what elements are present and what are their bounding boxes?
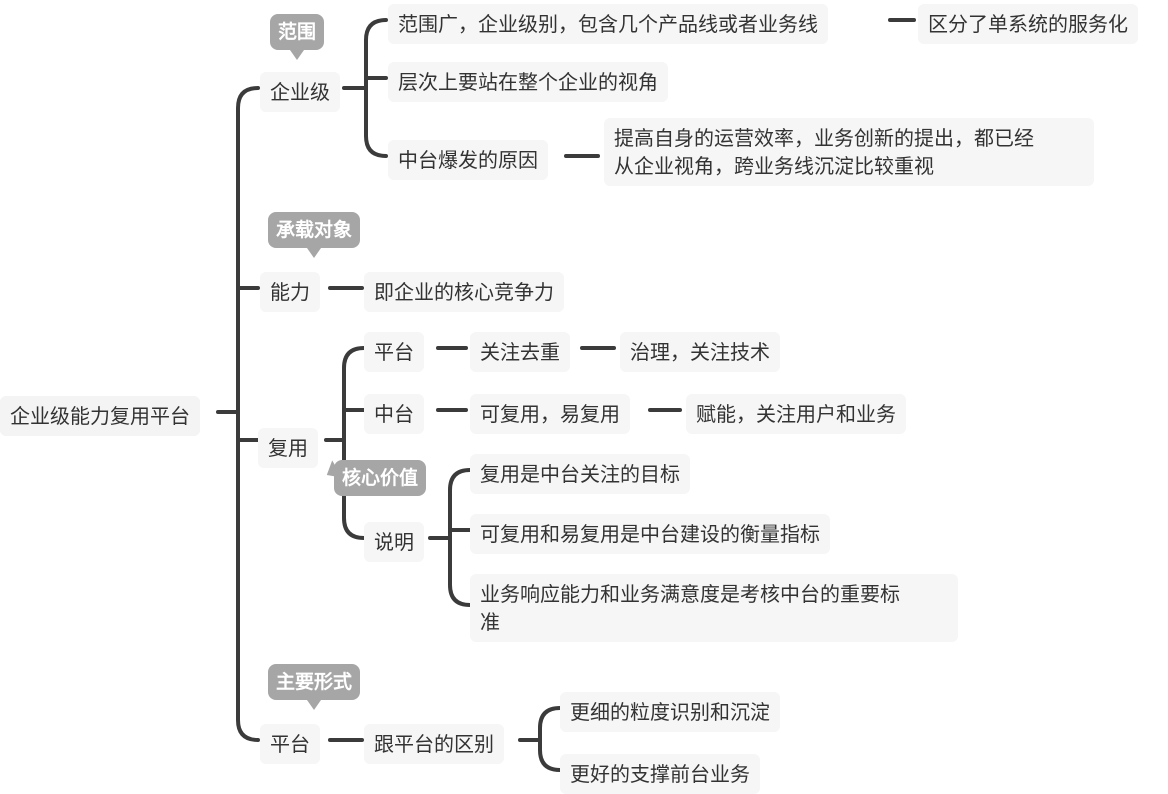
node-explain-item-2[interactable]: 可复用和易复用是中台建设的衡量指标 — [470, 514, 830, 554]
connector-diff-spine — [538, 706, 562, 772]
node-explain-item-3[interactable]: 业务响应能力和业务满意度是考核中台的重要标 准 — [470, 574, 958, 642]
node-enterprise-level[interactable]: 企业级 — [260, 72, 340, 112]
node-middle-focus[interactable]: 可复用，易复用 — [470, 394, 630, 434]
node-reason-detail[interactable]: 提高自身的运营效率，业务创新的提出，都已经 从企业视角，跨业务线沉淀比较重视 — [604, 118, 1094, 186]
tag-scope: 范围 — [270, 14, 325, 60]
node-platform-detail[interactable]: 治理，关注技术 — [620, 332, 780, 372]
node-middle-detail[interactable]: 赋能，关注用户和业务 — [686, 394, 906, 434]
node-platform-diff[interactable]: 跟平台的区别 — [364, 724, 504, 764]
node-reason[interactable]: 中台爆发的原因 — [388, 140, 548, 180]
connector-root-spine — [236, 86, 260, 742]
node-explain-item-1[interactable]: 复用是中台关注的目标 — [470, 454, 690, 494]
node-perspective[interactable]: 层次上要站在整个企业的视角 — [388, 62, 668, 102]
node-scope-detail[interactable]: 区分了单系统的服务化 — [918, 4, 1138, 44]
node-explain[interactable]: 说明 — [364, 522, 424, 562]
node-reuse-middle[interactable]: 中台 — [364, 394, 424, 434]
root-node[interactable]: 企业级能力复用平台 — [0, 396, 200, 436]
node-platform-focus[interactable]: 关注去重 — [470, 332, 570, 372]
tag-main-form: 主要形式 — [268, 664, 361, 710]
node-capability-detail[interactable]: 即企业的核心竞争力 — [364, 272, 564, 312]
connector-explain-spine — [448, 468, 472, 607]
connector-enterprise-spine — [364, 18, 388, 158]
node-capability[interactable]: 能力 — [260, 272, 320, 312]
connector-reuse-spine — [342, 346, 366, 540]
node-scope[interactable]: 范围广，企业级别，包含几个产品线或者业务线 — [388, 4, 828, 44]
tag-carrier: 承载对象 — [268, 212, 361, 258]
node-reuse[interactable]: 复用 — [258, 428, 318, 468]
node-diff-item-2[interactable]: 更好的支撑前台业务 — [560, 754, 760, 794]
tag-core-value: 核心价值 — [334, 460, 427, 496]
node-reuse-platform[interactable]: 平台 — [364, 332, 424, 372]
node-platform[interactable]: 平台 — [260, 724, 320, 764]
node-diff-item-1[interactable]: 更细的粒度识别和沉淀 — [560, 692, 780, 732]
